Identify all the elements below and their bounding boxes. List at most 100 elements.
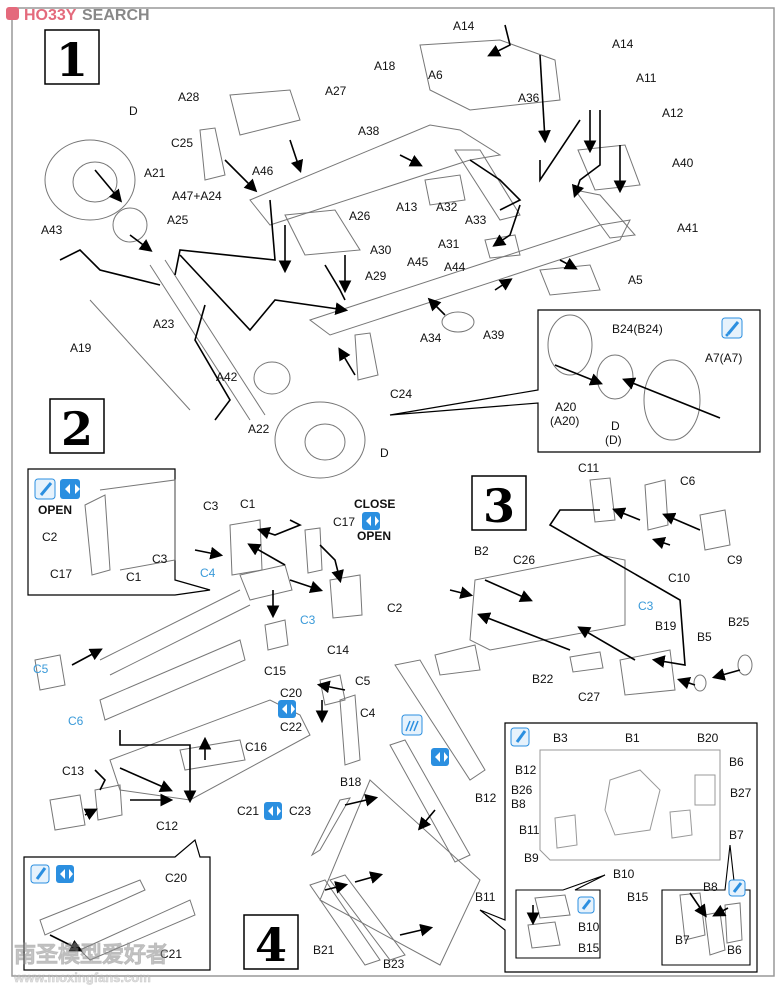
open-close-icon [56, 865, 74, 883]
step1-parts [44, 39, 641, 479]
svg-text:C17: C17 [333, 515, 355, 529]
step2-labels: C3 C1 C17 C4 C3 C2 C14 C15 C5 C6 C20 C22… [33, 497, 403, 833]
label-a36: A36 [518, 91, 540, 105]
label-a29: A29 [365, 269, 387, 283]
label-a42: A42 [216, 370, 238, 384]
svg-text:C6: C6 [68, 714, 84, 728]
svg-text:1: 1 [56, 33, 88, 87]
step3-parts [434, 477, 753, 696]
svg-text:C1: C1 [126, 570, 142, 584]
svg-text:B15: B15 [578, 941, 600, 955]
label-a31: A31 [438, 237, 460, 251]
svg-text:B19: B19 [655, 619, 677, 633]
label-a30: A30 [370, 243, 392, 257]
svg-text:B10: B10 [613, 867, 635, 881]
svg-text:4: 4 [255, 918, 287, 972]
svg-text:B20: B20 [697, 731, 719, 745]
svg-text:C23: C23 [289, 804, 311, 818]
svg-text:B23: B23 [383, 957, 405, 971]
svg-text:(D): (D) [605, 433, 622, 447]
svg-text:C3: C3 [203, 499, 219, 513]
label-a12: A12 [662, 106, 684, 120]
svg-text:C17: C17 [50, 567, 72, 581]
label-a14: A14 [453, 19, 475, 33]
svg-text:B9: B9 [524, 851, 539, 865]
svg-text:B6: B6 [727, 943, 742, 957]
label-a38: A38 [358, 124, 380, 138]
svg-text:C5: C5 [355, 674, 371, 688]
label-a41: A41 [677, 221, 699, 235]
svg-text:B7: B7 [729, 828, 744, 842]
svg-text:B5: B5 [697, 630, 712, 644]
svg-text:A20: A20 [555, 400, 577, 414]
svg-text:B11: B11 [519, 823, 540, 837]
paint-icon [577, 896, 595, 914]
svg-text:B6: B6 [729, 755, 744, 769]
svg-text:C3: C3 [638, 599, 654, 613]
open-close-icon [264, 802, 282, 820]
step3-arrows [449, 507, 741, 690]
close-label: CLOSE [354, 497, 395, 511]
svg-text:C16: C16 [245, 740, 267, 754]
svg-text:C4: C4 [200, 566, 216, 580]
label-a33: A33 [465, 213, 487, 227]
svg-text:B10: B10 [578, 920, 600, 934]
label-a32: A32 [436, 200, 458, 214]
svg-text:OPEN: OPEN [38, 503, 72, 517]
paint-icon [728, 879, 746, 897]
svg-text:C5: C5 [33, 662, 49, 676]
svg-text:C10: C10 [668, 571, 690, 585]
svg-text:B25: B25 [728, 615, 750, 629]
svg-text:C22: C22 [280, 720, 302, 734]
step-1-marker: 1 [44, 29, 100, 87]
moxingfans-watermark: 南圣模型爱好者 www.moxingfans.com [13, 942, 169, 986]
label-a44: A44 [444, 260, 466, 274]
svg-text:C9: C9 [727, 553, 743, 567]
label-a22: A22 [248, 422, 270, 436]
svg-text:C21: C21 [160, 947, 182, 961]
paint-icon [34, 478, 56, 500]
svg-text:C2: C2 [42, 530, 58, 544]
step3-labels: C11 C6 C9 C10 B2 C26 C3 B19 B25 B5 B22 C… [474, 461, 750, 704]
svg-text:C6: C6 [680, 474, 696, 488]
step-2-marker: 2 [49, 398, 105, 456]
step-4-marker: 4 [243, 914, 299, 972]
svg-text:C1: C1 [240, 497, 256, 511]
label-a14: A14 [612, 37, 634, 51]
svg-text:C21: C21 [237, 804, 259, 818]
label-a11: A11 [636, 71, 657, 85]
label-a5: A5 [628, 273, 643, 287]
label-a21: A21 [144, 166, 166, 180]
paint-icon [30, 864, 50, 884]
step2-parts [34, 519, 363, 831]
svg-text:D: D [611, 419, 620, 433]
step2-inset: OPEN C2 C3 C17 C1 [27, 468, 211, 596]
wheel-left [44, 139, 136, 221]
svg-text:C20: C20 [280, 686, 302, 700]
step1-arrows [59, 24, 627, 421]
label-a25: A25 [167, 213, 189, 227]
svg-text:C11: C11 [578, 461, 599, 475]
svg-text:B15: B15 [627, 890, 649, 904]
svg-text:B8: B8 [703, 880, 718, 894]
open-close-icon [278, 700, 296, 718]
svg-text:B1: B1 [625, 731, 640, 745]
label-a27: A27 [325, 84, 347, 98]
paint-icon [721, 317, 743, 339]
label-c24: C24 [390, 387, 412, 401]
svg-text:C2: C2 [387, 601, 403, 615]
page-frame [11, 7, 775, 977]
svg-text:B12: B12 [515, 763, 537, 777]
step2-arrows [71, 519, 346, 821]
label-a40: A40 [672, 156, 694, 170]
step-3-marker: 3 [471, 475, 527, 533]
svg-text:南圣模型爱好者: 南圣模型爱好者 [14, 942, 168, 967]
step4-arrows [324, 793, 436, 937]
svg-text:C20: C20 [165, 871, 187, 885]
label-a23: A23 [153, 317, 175, 331]
hobby-search-watermark: HO33Y SEARCH [6, 7, 150, 24]
svg-text:B24(B24): B24(B24) [612, 322, 663, 336]
chassis-detail-inset: B3 B1 B20 B12 B6 B26 B27 B8 B11 B7 B9 B1… [479, 722, 758, 973]
